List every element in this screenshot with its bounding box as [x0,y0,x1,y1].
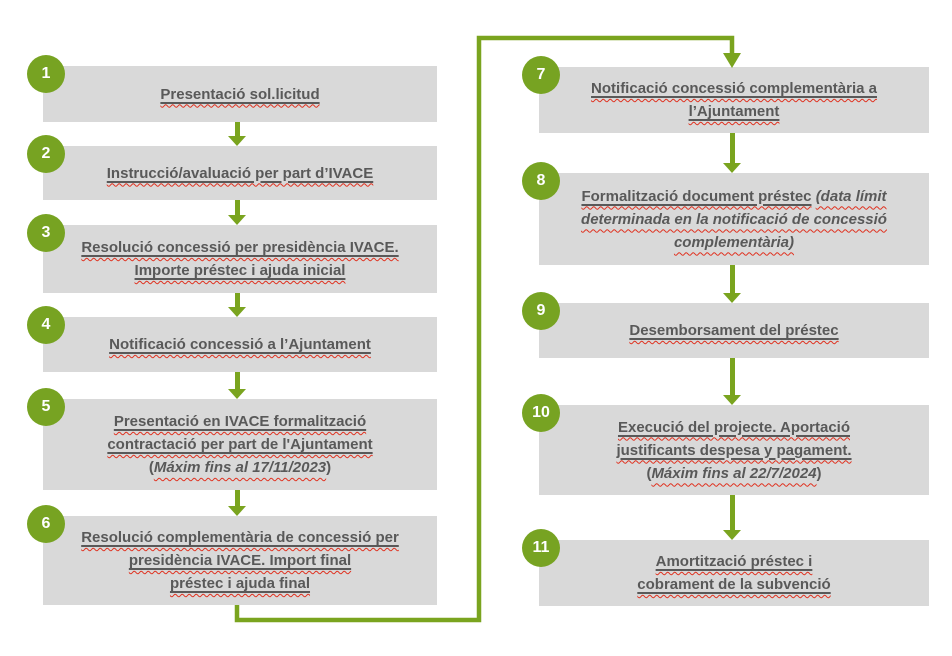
arrowhead-icon [723,53,741,68]
step-3-box: Resolució concessió per presidència IVAC… [43,225,437,293]
step-9-label: Desemborsament del préstec [629,322,839,339]
arrow-down-icon [723,133,741,173]
arrow-down-icon [723,265,741,303]
step-7-badge: 7 [522,56,560,94]
step-10-badge: 10 [522,394,560,432]
step-3-badge: 3 [27,214,65,252]
step-10-text: Execució del projecte. Aportació justifi… [616,418,852,482]
step-6-text: Resolució complementària de concessió pe… [69,526,411,595]
step-9-number: 9 [536,302,546,319]
step-2-box: Instrucció/avaluació per part d’IVACE [43,146,437,200]
step-2-text: Instrucció/avaluació per part d’IVACE [95,162,385,185]
step-5-box: Presentació en IVACE formalització contr… [43,399,437,490]
step-1-label: Presentació sol.licitud [160,85,320,103]
step-1-text: Presentació sol.licitud [148,83,331,106]
step-10-label: Execució del projecte. Aportació justifi… [616,418,852,459]
step-1-box: Presentació sol.licitud [43,66,437,122]
arrow-down-icon [723,358,741,405]
arrow-down-icon [228,293,246,317]
step-4-number: 4 [41,316,51,333]
step-8-box: Formalització document préstec (data lím… [539,173,929,265]
arrow-down-icon [228,490,246,516]
arrow-down-icon [228,200,246,225]
step-1-badge: 1 [27,55,65,93]
step-9-text: Desemborsament del préstec [617,319,850,342]
step-6-box: Resolució complementària de concessió pe… [43,516,437,605]
step-2-number: 2 [41,145,51,162]
step-3-text: Resolució concessió per presidència IVAC… [69,236,410,282]
step-6-badge: 6 [27,505,65,543]
step-3-number: 3 [41,224,51,241]
step-8-badge: 8 [522,162,560,200]
step-2-label: Instrucció/avaluació per part d’IVACE [106,164,374,182]
step-8-text: Formalització document préstec (data lím… [581,187,887,251]
step-7-box: Notificació concessió complementària a l… [539,67,929,133]
step-4-box: Notificació concessió a l’Ajuntament [43,317,437,372]
step-5-label: Presentació en IVACE formalització contr… [107,413,373,453]
step-3-label: Resolució concessió per presidència IVAC… [81,239,399,279]
step-8-label: Formalització document préstec [581,187,812,205]
step-5-badge: 5 [27,388,65,426]
step-5-text: Presentació en IVACE formalització contr… [107,413,373,476]
step-11-number: 11 [532,539,550,556]
arrow-down-icon [228,372,246,399]
step-5-number: 5 [41,398,51,415]
step-7-number: 7 [536,66,546,83]
step-11-label: Amortització préstec i cobrament de la s… [637,553,831,593]
step-9-badge: 9 [522,292,560,330]
step-2-badge: 2 [27,135,65,173]
step-4-badge: 4 [27,306,65,344]
step-4-text: Notificació concessió a l’Ajuntament [97,333,383,356]
step-7-label: Notificació concessió complementària a l… [591,80,877,120]
step-11-text: Amortització préstec i cobrament de la s… [625,550,842,596]
step-6-number: 6 [41,515,51,532]
step-6-label: Resolució complementària de concessió pe… [81,529,399,592]
step-7-text: Notificació concessió complementària a l… [579,77,889,123]
step-10-box: Execució del projecte. Aportació justifi… [539,405,929,495]
step-8-number: 8 [536,172,546,189]
step-11-badge: 11 [522,529,560,567]
step-4-label: Notificació concessió a l’Ajuntament [109,336,371,353]
arrow-down-icon [723,495,741,540]
arrow-down-icon [228,122,246,146]
step-11-box: Amortització préstec i cobrament de la s… [539,540,929,606]
step-9-box: Desemborsament del préstec [539,303,929,358]
step-10-number: 10 [532,404,550,421]
step-1-number: 1 [41,65,51,82]
